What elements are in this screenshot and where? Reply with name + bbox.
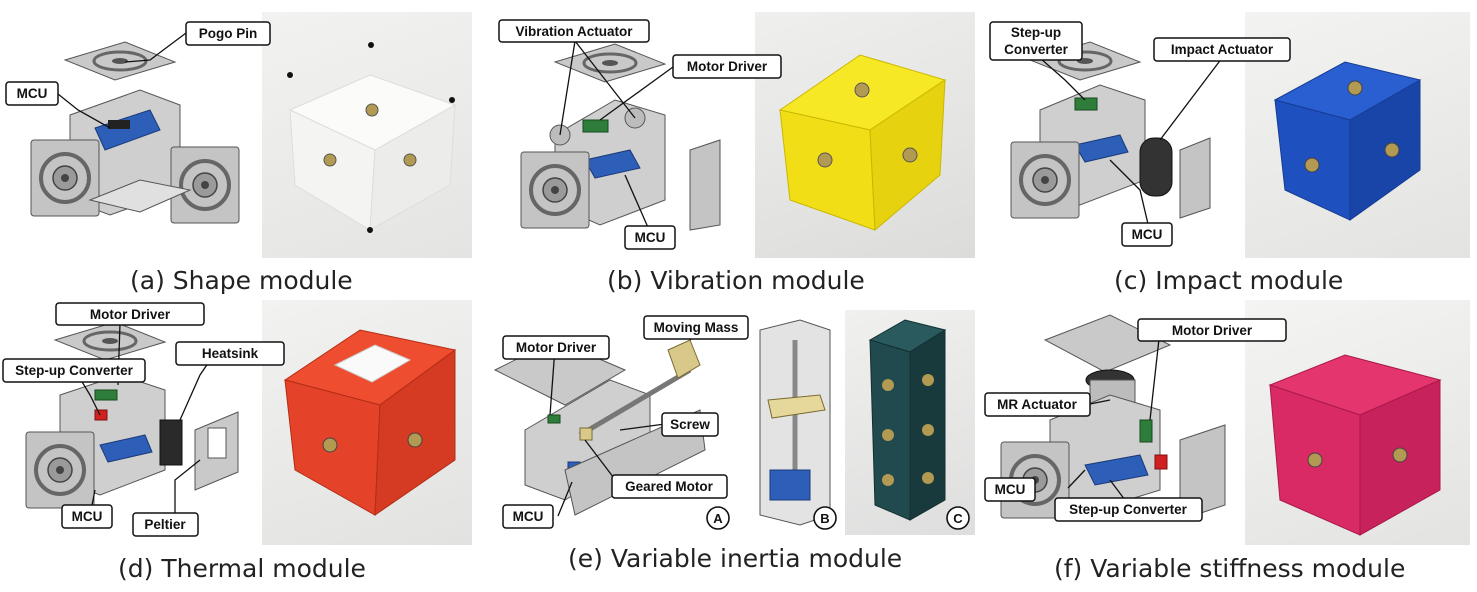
inertia-tower	[868, 319, 947, 521]
label-geared-motor: Geared Motor	[625, 479, 714, 494]
label-impact-actuator: Impact Actuator	[1171, 42, 1274, 57]
vibration-cube	[778, 54, 947, 232]
impact-cube	[1273, 61, 1422, 221]
label-mcu-e: MCU	[513, 509, 544, 524]
marker-a: A	[713, 511, 723, 526]
label-motor-driver-b: Motor Driver	[687, 59, 768, 74]
leader-lines	[57, 32, 1223, 517]
label-screw: Screw	[670, 417, 710, 432]
label-mcu-b: MCU	[635, 230, 666, 245]
label-mr-actuator: MR Actuator	[997, 397, 1077, 412]
caption-stiffness-module: (f) Variable stiffness module	[1054, 554, 1406, 583]
label-heatsink: Heatsink	[202, 346, 259, 361]
shape-exploded-view	[29, 40, 241, 225]
caption-inertia-module: (e) Variable inertia module	[568, 544, 903, 573]
caption-shape-module: (a) Shape module	[130, 266, 353, 295]
label-step-up-f: Step-up Converter	[1069, 502, 1188, 517]
label-moving-mass: Moving Mass	[654, 320, 739, 335]
label-mcu-c: MCU	[1132, 227, 1163, 242]
caption-thermal-module: (d) Thermal module	[118, 554, 366, 583]
label-mcu-f: MCU	[995, 482, 1026, 497]
stiffness-exploded-view	[999, 314, 1226, 521]
vibration-exploded-view	[519, 42, 721, 231]
label-mcu-a: MCU	[17, 86, 48, 101]
label-mcu-d: MCU	[72, 509, 103, 524]
marker-b: B	[820, 511, 829, 526]
label-motor-driver-f: Motor Driver	[1172, 323, 1253, 338]
label-step-up-c-line2: Converter	[1004, 42, 1069, 57]
stiffness-cube	[1268, 354, 1442, 536]
caption-impact-module: (c) Impact module	[1114, 266, 1344, 295]
label-pogo-pin: Pogo Pin	[199, 26, 258, 41]
caption-vibration-module: (b) Vibration module	[607, 266, 865, 295]
marker-c: C	[953, 511, 963, 526]
shape-cube	[287, 42, 457, 233]
label-motor-driver-d: Motor Driver	[90, 307, 171, 322]
label-peltier: Peltier	[144, 517, 186, 532]
label-motor-driver-e: Motor Driver	[516, 340, 597, 355]
impact-exploded-view	[1009, 40, 1211, 220]
thermal-cube	[283, 329, 457, 516]
label-step-up-d: Step-up Converter	[15, 363, 134, 378]
thermal-exploded-view	[24, 320, 239, 510]
label-step-up-c-line1: Step-up	[1011, 25, 1061, 40]
label-vibration-actuator: Vibration Actuator	[515, 24, 633, 39]
